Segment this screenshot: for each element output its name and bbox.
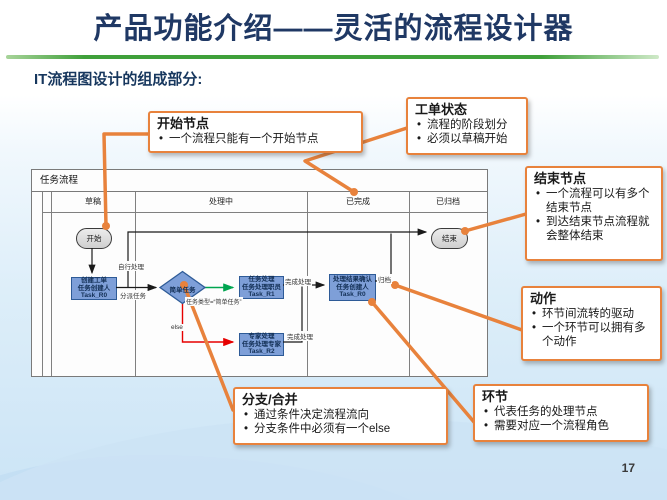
callout-title: 结束节点 — [534, 171, 587, 186]
lane-header-archived: 已归档 — [436, 197, 460, 206]
task-box-line: Task_R0 — [339, 291, 366, 299]
task-box-line: 任务处理专家 — [242, 340, 281, 348]
task-box-create-ticket: 创建工单 任务创建人 Task_R0 — [71, 277, 117, 300]
callout-step: 环节 代表任务的处理节点 需要对应一个流程角色 — [473, 384, 649, 442]
callout-bullet: 通过条件决定流程流向 — [242, 408, 439, 422]
callout-bullet: 环节间流转的驱动 — [530, 307, 653, 321]
callout-title: 动作 — [530, 291, 557, 306]
lane-header-processing: 处理中 — [209, 197, 233, 206]
callout-bullet: 分支条件中必须有一个else — [242, 422, 439, 436]
page-title: 产品功能介绍——灵活的流程设计器 — [93, 13, 574, 45]
callout-bullet: 流程的阶段划分 — [415, 118, 519, 132]
callout-branch-merge: 分支/合并 通过条件决定流程流向 分支条件中必须有一个else — [233, 387, 448, 445]
lane-header-completed: 已完成 — [346, 197, 370, 206]
title-divider — [6, 55, 659, 59]
task-box-line: 创建工单 — [81, 277, 107, 285]
start-node: 开始 — [76, 228, 112, 249]
callout-start-node: 开始节点 一个流程只能有一个开始节点 — [148, 111, 363, 153]
callout-bullet: 一个环节可以拥有多个动作 — [530, 321, 653, 349]
pool-strip-line — [42, 192, 43, 376]
task-box-expert-handle: 专家处理 任务处理专家 Task_R2 — [239, 333, 284, 356]
page-number: 17 — [621, 461, 635, 475]
lane-header-underline — [42, 212, 487, 213]
task-box-line: Task_R2 — [248, 348, 275, 356]
task-box-line: Task_R1 — [248, 291, 275, 299]
callout-bullet: 一个流程只能有一个开始节点 — [157, 132, 354, 146]
callout-bullet: 到达结束节点流程就会整体结束 — [534, 215, 654, 243]
task-box-line: 专家处理 — [248, 333, 275, 341]
callout-title: 分支/合并 — [242, 392, 298, 407]
end-node: 结束 — [431, 228, 468, 249]
flowchart-title: 任务流程 — [32, 170, 487, 192]
callout-bullet: 需要对应一个流程角色 — [482, 419, 640, 433]
task-box-line: 任务创建人 — [77, 284, 111, 292]
callout-action: 动作 环节间流转的驱动 一个环节可以拥有多个动作 — [521, 286, 662, 361]
lane-header-draft: 草稿 — [85, 197, 101, 206]
lane-divider — [51, 192, 52, 376]
section-heading: IT流程图设计的组成部分: — [34, 71, 203, 88]
callout-ticket-status: 工单状态 流程的阶段划分 必须以草稿开始 — [406, 97, 528, 155]
task-box-line: Task_R0 — [80, 292, 108, 300]
callout-bullet: 一个流程可以有多个结束节点 — [534, 187, 654, 215]
callout-end-node: 结束节点 一个流程可以有多个结束节点 到达结束节点流程就会整体结束 — [525, 166, 663, 261]
callout-title: 工单状态 — [415, 102, 468, 117]
callout-bullet: 必须以草稿开始 — [415, 132, 519, 146]
callout-title: 环节 — [482, 389, 509, 404]
callout-bullet: 代表任务的处理节点 — [482, 405, 640, 419]
callout-title: 开始节点 — [157, 116, 210, 131]
